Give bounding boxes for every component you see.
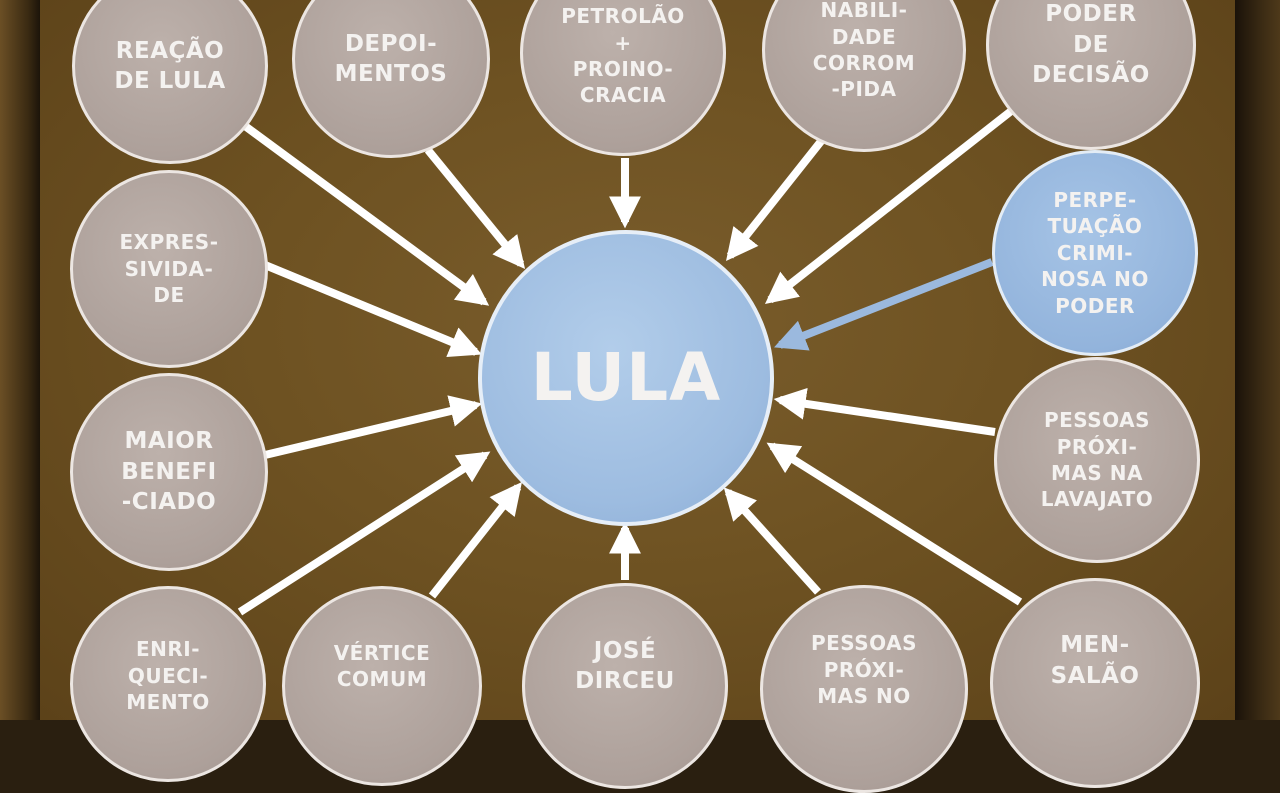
- node-jose-dirceu: JOSÉ DIRCEU: [522, 583, 728, 789]
- node-petrolao-proinocracia: PETROLÃO + PROINO- CRACIA: [520, 0, 726, 156]
- arrow-from-pessoas-lavajato: [773, 387, 996, 436]
- node-mensalao: MEN- SALÃO: [990, 578, 1200, 788]
- arrow-from-depoimentos: [424, 147, 526, 269]
- node-maior-beneficiado: MAIOR BENEFI -CIADO: [70, 373, 268, 571]
- arrow-layer: [237, 104, 1023, 616]
- arrow-from-maior-beneficiado: [264, 395, 483, 459]
- arrow-from-pessoas-mensalao: [723, 487, 821, 595]
- arrow-from-enriquecimento: [237, 451, 491, 616]
- node-vertice-comum: VÉRTICE COMUM: [282, 586, 482, 786]
- node-pessoas-proximas-mensalao: PESSOAS PRÓXI- MAS NO: [760, 585, 968, 793]
- arrow-from-mensalao: [766, 442, 1023, 606]
- arrow-from-vertice: [428, 481, 522, 599]
- node-depoimentos: DEPOI- MENTOS: [292, 0, 490, 158]
- node-center-lula: LULA: [478, 230, 774, 526]
- arrow-from-governabilidade: [726, 137, 826, 262]
- node-expressividade: EXPRES- SIVIDA- DE: [70, 170, 268, 368]
- arrow-from-expressividade: [263, 261, 482, 358]
- node-pessoas-proximas-lavajato: PESSOAS PRÓXI- MAS NA LAVAJATO: [994, 357, 1200, 563]
- node-enriquecimento: ENRI- QUECI- MENTO: [70, 586, 266, 782]
- node-perpetuacao-criminosa: PERPE- TUAÇÃO CRIMI- NOSA NO PODER: [992, 150, 1198, 356]
- arrow-from-perpetuacao: [774, 258, 994, 351]
- node-reacao-de-lula: REAÇÃO DE LULA: [72, 0, 268, 164]
- arrow-from-poder-decisao: [764, 104, 1018, 304]
- projector-frame-left: [0, 0, 40, 720]
- arrow-from-reacao: [242, 122, 490, 306]
- projector-frame-right: [1235, 0, 1280, 720]
